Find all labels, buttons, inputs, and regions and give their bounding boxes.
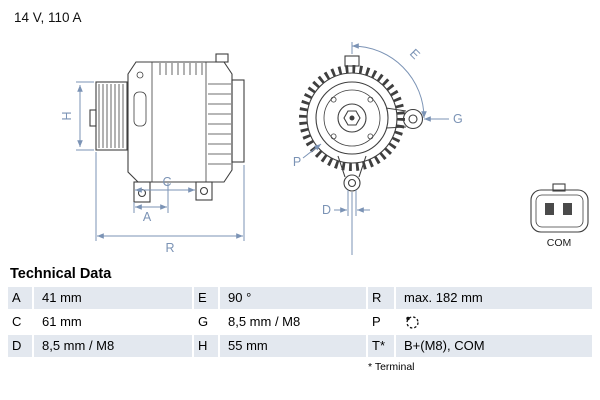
spec-value-H: 55 mm bbox=[220, 335, 366, 357]
spec-value-R: max. 182 mm bbox=[396, 287, 592, 309]
spec-value-A: 41 mm bbox=[34, 287, 192, 309]
dim-label-P: P bbox=[293, 155, 301, 169]
spec-value-C: 61 mm bbox=[34, 311, 192, 333]
pulley-icon bbox=[406, 315, 419, 329]
rating-label: 14 V, 110 A bbox=[14, 10, 82, 25]
com-connector-drawing: COM bbox=[530, 183, 589, 249]
alternator-front-view bbox=[299, 55, 424, 192]
dim-label-G: G bbox=[453, 112, 463, 126]
spec-key-D: D bbox=[8, 335, 32, 357]
technical-data-title: Technical Data bbox=[10, 266, 112, 282]
spec-key-P: P bbox=[368, 311, 394, 333]
connector-com-label: COM bbox=[547, 237, 572, 249]
spec-key-H: H bbox=[194, 335, 218, 357]
dim-label-D: D bbox=[322, 203, 331, 217]
spec-value-P bbox=[396, 311, 592, 333]
spec-value-D: 8,5 mm / M8 bbox=[34, 335, 192, 357]
technical-data-section: Technical Data A 41 mm E 90 ° R max. 182… bbox=[0, 260, 600, 373]
terminal-footnote: * Terminal bbox=[368, 361, 415, 373]
spec-key-T: T* bbox=[368, 335, 394, 357]
dim-label-A: A bbox=[143, 210, 152, 224]
dim-label-C: C bbox=[162, 175, 171, 189]
dim-label-H: H bbox=[60, 111, 74, 120]
spec-table: A 41 mm E 90 ° R max. 182 mm C 61 mm G 8… bbox=[8, 287, 592, 357]
spec-key-A: A bbox=[8, 287, 32, 309]
spec-key-G: G bbox=[194, 311, 218, 333]
spec-key-E: E bbox=[194, 287, 218, 309]
spec-value-G: 8,5 mm / M8 bbox=[220, 311, 366, 333]
spec-value-E: 90 ° bbox=[220, 287, 366, 309]
dim-label-R: R bbox=[165, 241, 174, 255]
alternator-side-view bbox=[89, 53, 245, 203]
technical-drawing: 14 V, 110 A bbox=[14, 10, 589, 255]
side-view-dimensions: H C A R bbox=[60, 81, 245, 255]
spec-key-C: C bbox=[8, 311, 32, 333]
spec-value-T: B+(M8), COM bbox=[396, 335, 592, 357]
dim-label-E: E bbox=[407, 46, 423, 62]
spec-key-R: R bbox=[368, 287, 394, 309]
